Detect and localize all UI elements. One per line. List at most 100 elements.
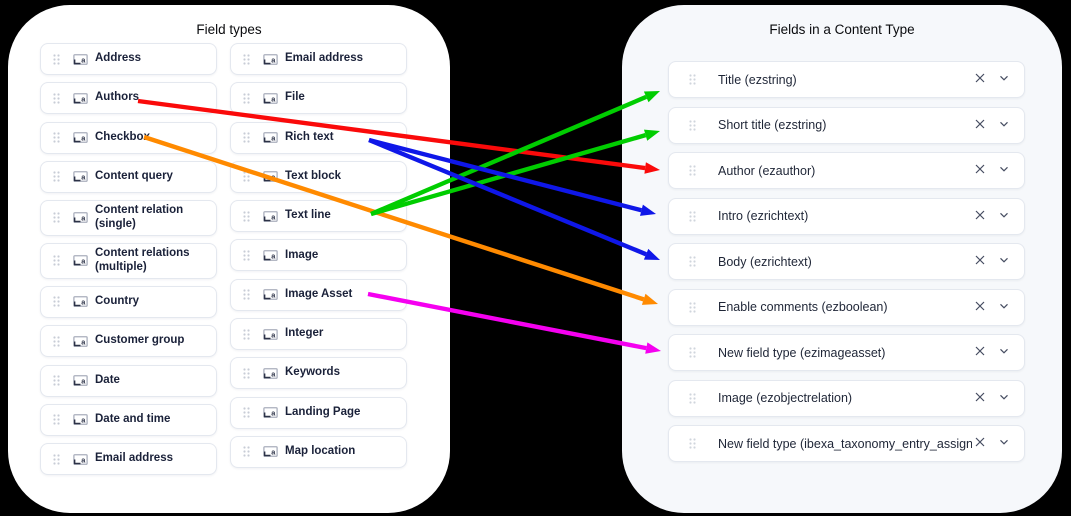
chevron-down-icon	[998, 345, 1010, 360]
field-type-icon: a	[263, 289, 278, 301]
content-type-field-row[interactable]: New field type (ibexa_taxonomy_entry_ass…	[668, 425, 1025, 462]
field-type-label: Checkbox	[95, 130, 150, 143]
field-type-label: Address	[95, 52, 142, 65]
drag-handle-icon	[53, 296, 60, 308]
remove-field-button[interactable]	[972, 299, 988, 315]
svg-text:a: a	[271, 448, 276, 457]
field-type-icon: a	[263, 171, 278, 183]
close-icon	[974, 345, 986, 360]
drag-handle-icon	[53, 132, 60, 143]
field-row-label: Short title (ezstring)	[718, 118, 827, 132]
content-type-fields-panel: Fields in a Content Type Title (ezstring…	[622, 5, 1062, 513]
drag-handle-icon	[243, 250, 250, 261]
svg-text:a: a	[81, 173, 86, 182]
svg-text:a: a	[81, 455, 86, 464]
field-type-icon: a	[73, 335, 88, 347]
collapse-field-button[interactable]	[996, 254, 1012, 270]
field-type-item[interactable]: a Email address	[40, 443, 217, 476]
field-type-label: File	[285, 91, 305, 104]
drag-handle-icon	[689, 210, 696, 222]
svg-text:a: a	[271, 408, 276, 417]
remove-field-button[interactable]	[972, 390, 988, 406]
field-type-label: Email address	[95, 452, 173, 465]
content-type-field-row[interactable]: Short title (ezstring)	[668, 106, 1025, 144]
svg-text:a: a	[81, 376, 86, 385]
collapse-field-button[interactable]	[996, 72, 1012, 88]
remove-field-button[interactable]	[972, 345, 988, 361]
content-type-field-row[interactable]: Body (ezrichtext)	[668, 243, 1025, 280]
close-icon	[974, 254, 986, 269]
collapse-field-button[interactable]	[996, 208, 1012, 224]
drag-handle-icon	[53, 336, 60, 347]
field-row-label: Enable comments (ezboolean)	[718, 300, 888, 314]
collapse-field-button[interactable]	[996, 163, 1012, 179]
field-row-label: Author (ezauthor)	[718, 163, 816, 178]
field-row-label: Body (ezrichtext)	[718, 254, 812, 269]
drag-handle-icon	[53, 171, 60, 182]
field-type-label: Date and time	[95, 412, 171, 425]
content-type-field-row[interactable]: Title (ezstring)	[668, 61, 1025, 98]
drag-handle-icon	[689, 165, 696, 176]
collapse-field-button[interactable]	[996, 436, 1012, 452]
close-icon	[974, 209, 986, 224]
chevron-down-icon	[998, 209, 1010, 224]
field-type-icon: a	[73, 453, 88, 465]
field-row-label: New field type (ibexa_taxonomy_entry_ass…	[718, 436, 972, 451]
content-type-field-row[interactable]: Intro (ezrichtext)	[668, 197, 1025, 235]
collapse-field-button[interactable]	[996, 345, 1012, 361]
drag-handle-icon	[53, 53, 60, 65]
collapse-field-button[interactable]	[996, 117, 1012, 133]
drag-handle-icon	[243, 93, 250, 104]
field-type-label: Integer	[285, 327, 324, 340]
content-type-field-row[interactable]: New field type (ezimageasset)	[668, 334, 1025, 371]
chevron-down-icon	[998, 254, 1010, 269]
drag-handle-icon	[243, 289, 250, 300]
field-type-icon: a	[73, 53, 88, 65]
collapse-field-button[interactable]	[996, 390, 1012, 406]
remove-field-button[interactable]	[972, 436, 988, 452]
field-type-icon: a	[73, 375, 88, 386]
chevron-down-icon	[998, 300, 1010, 315]
remove-field-button[interactable]	[972, 117, 988, 133]
field-type-item[interactable]: a Address	[40, 43, 217, 75]
svg-text:a: a	[81, 214, 86, 223]
field-type-label: Keywords	[285, 366, 340, 379]
field-type-label: Rich text	[285, 130, 334, 143]
collapse-field-button[interactable]	[996, 299, 1012, 315]
close-icon	[974, 72, 986, 87]
drag-handle-icon	[53, 375, 60, 386]
remove-field-button[interactable]	[972, 72, 988, 88]
content-type-fields-title: Fields in a Content Type	[769, 22, 915, 37]
content-type-field-row[interactable]: Enable comments (ezboolean)	[668, 288, 1025, 326]
drag-handle-icon	[243, 171, 250, 182]
remove-field-button[interactable]	[972, 254, 988, 270]
remove-field-button[interactable]	[972, 163, 988, 179]
field-type-item[interactable]: a Image Asset	[230, 278, 407, 311]
content-type-field-row[interactable]: Author (ezauthor)	[668, 152, 1025, 189]
content-type-field-row[interactable]: Image (ezobjectrelation)	[668, 379, 1025, 417]
remove-field-button[interactable]	[972, 208, 988, 224]
drag-handle-icon	[243, 328, 250, 340]
field-type-label: Image Asset	[285, 287, 353, 300]
field-type-icon: a	[73, 171, 88, 183]
chevron-down-icon	[998, 163, 1010, 178]
